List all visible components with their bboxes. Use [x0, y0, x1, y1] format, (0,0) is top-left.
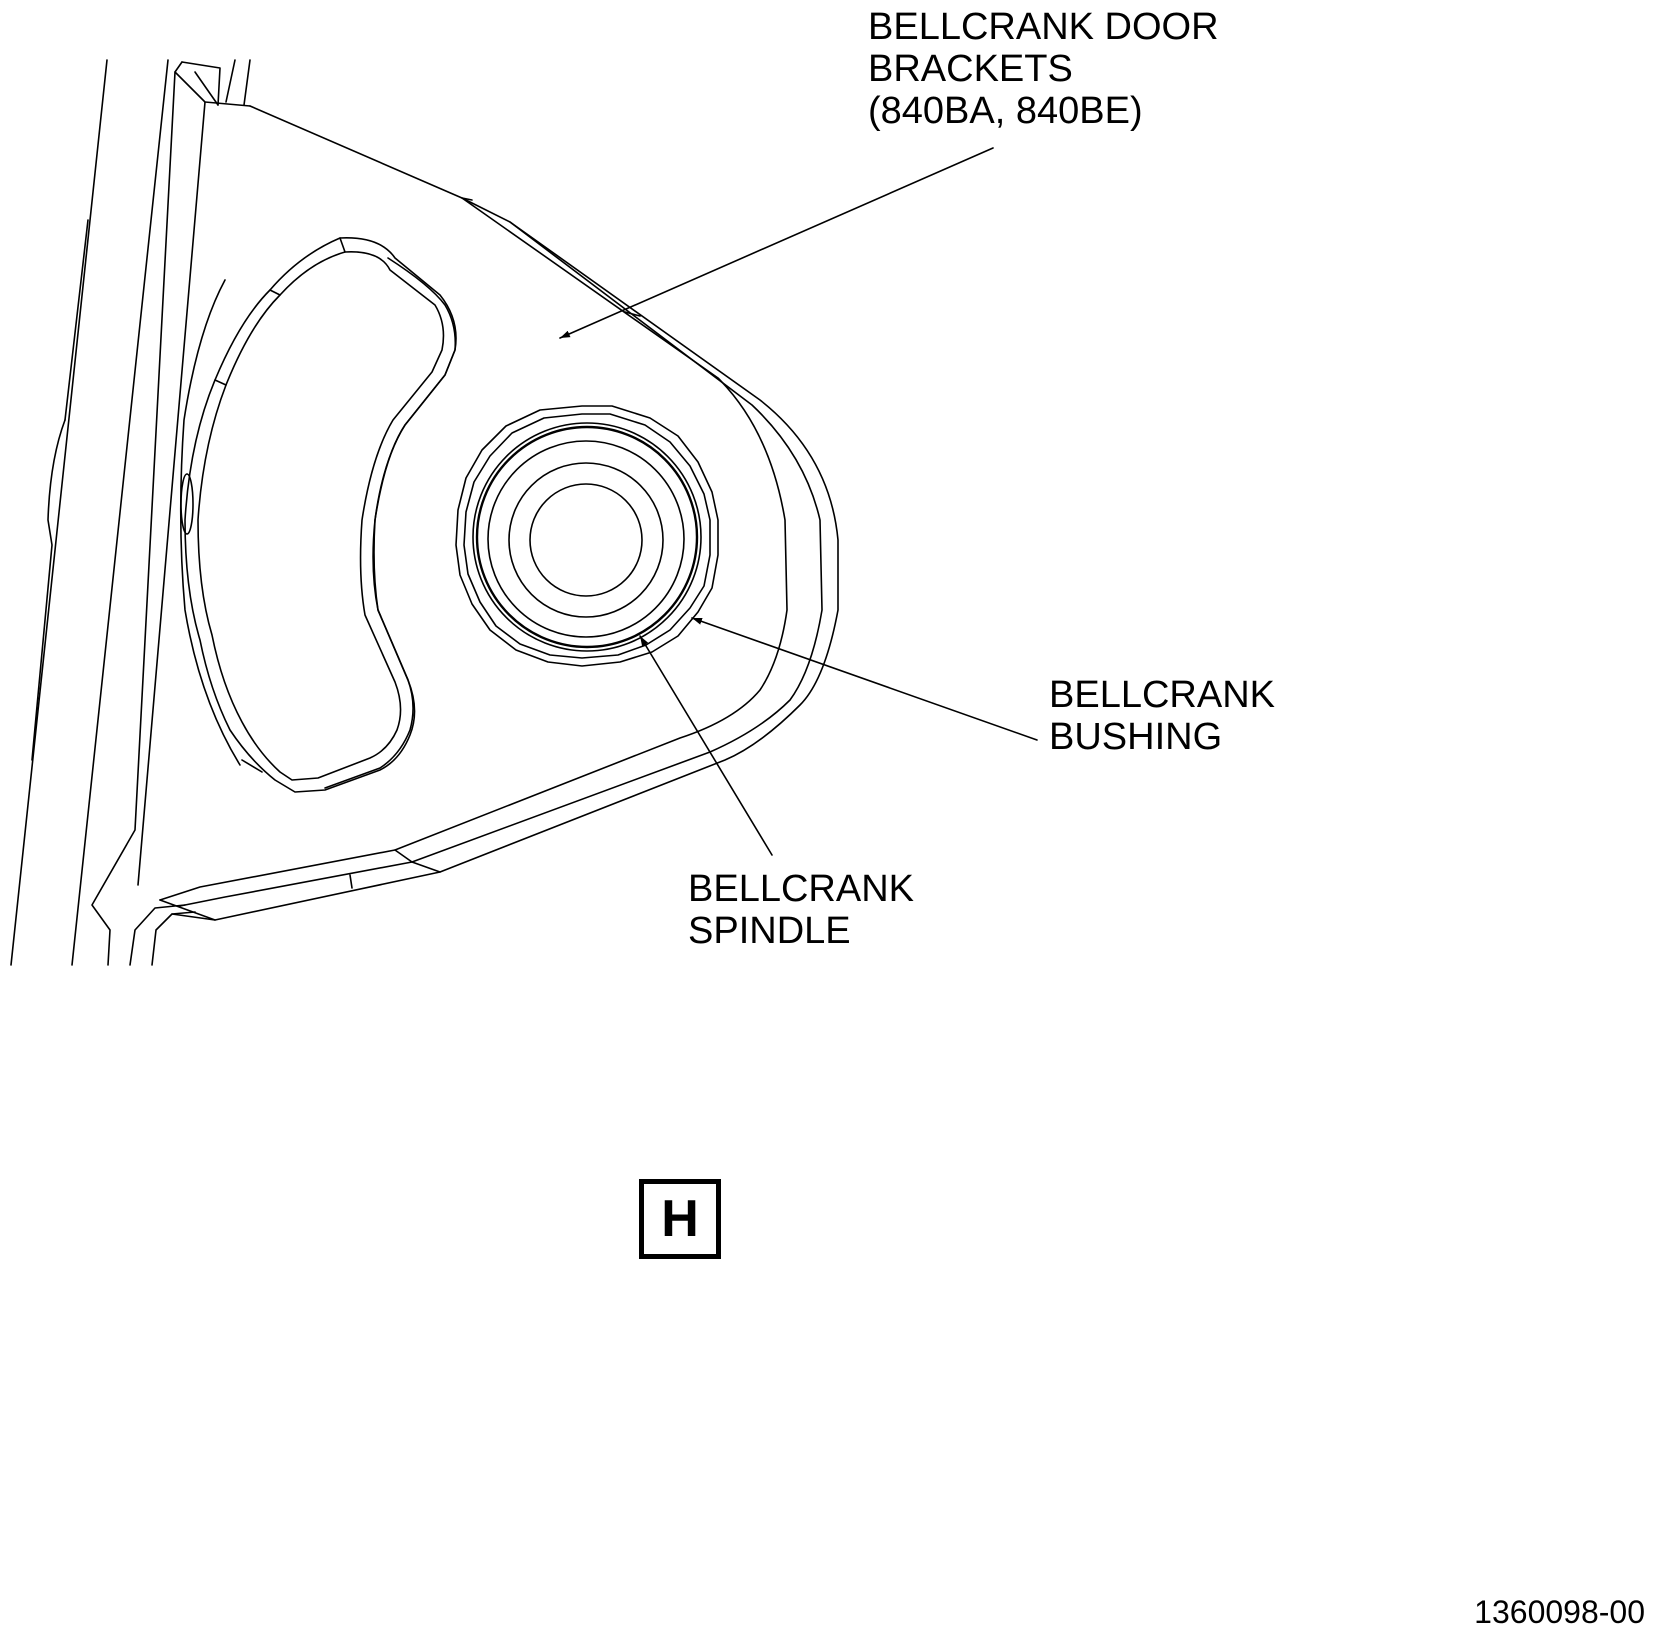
- figure-number: 1360098-00: [1474, 1594, 1645, 1630]
- callout-line: BELLCRANK DOOR: [868, 6, 1219, 48]
- callout-line: BRACKETS: [868, 48, 1073, 90]
- callout-bellcrank-bushing: BELLCRANK BUSHING: [1049, 674, 1275, 758]
- callout-line: BUSHING: [1049, 716, 1223, 758]
- callout-line: BELLCRANK: [1049, 674, 1275, 716]
- callout-bellcrank-spindle: BELLCRANK SPINDLE: [688, 868, 914, 952]
- bushing-assembly: [455, 405, 719, 667]
- callout-line: SPINDLE: [688, 910, 851, 952]
- callout-line: (840BA, 840BE): [868, 90, 1143, 132]
- lightening-hole: [179, 237, 457, 793]
- door-frame: [10, 59, 251, 966]
- callout-bellcrank-door-brackets: BELLCRANK DOOR BRACKETS (840BA, 840BE): [868, 6, 1219, 132]
- view-label-box: H: [639, 1179, 721, 1259]
- view-label: H: [661, 1190, 699, 1248]
- callout-line: BELLCRANK: [688, 868, 914, 910]
- bracket-plate: [159, 105, 839, 921]
- leader-lines: [559, 147, 1038, 856]
